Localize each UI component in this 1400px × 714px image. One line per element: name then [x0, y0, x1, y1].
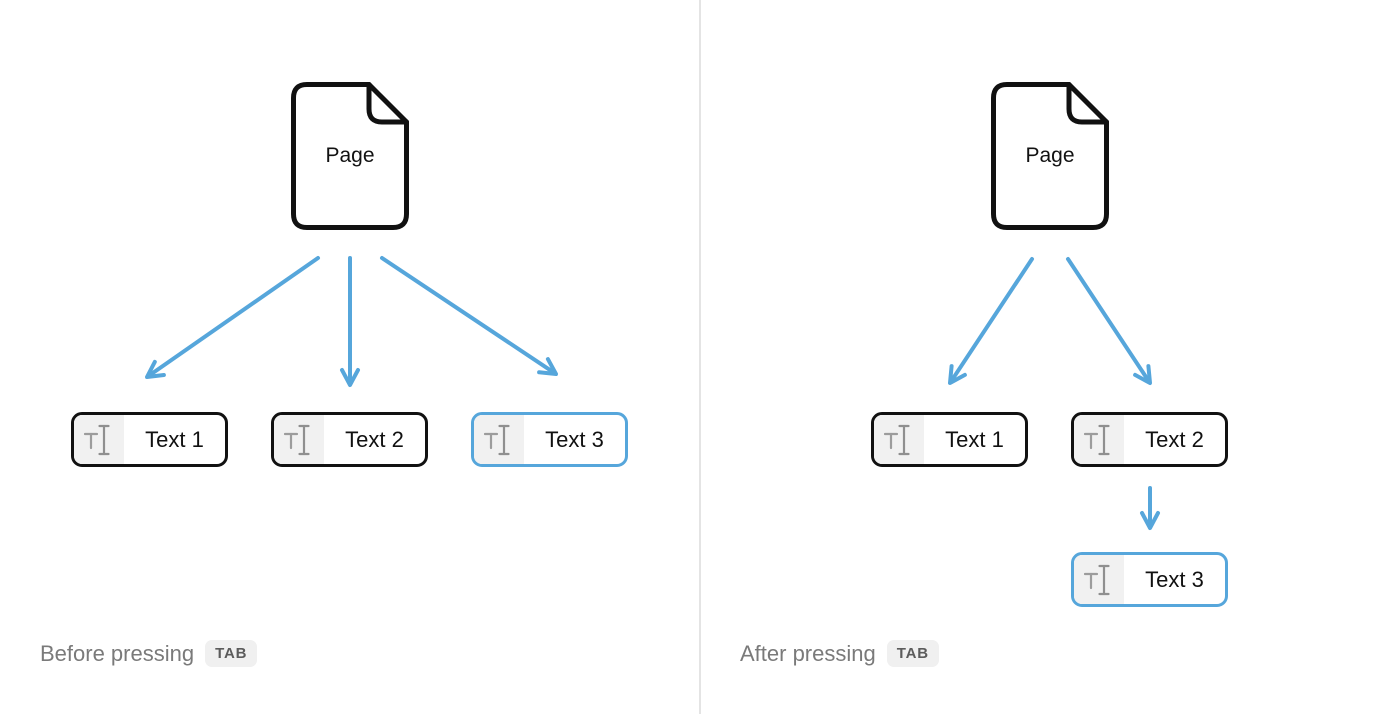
arrow-page-to-text1-before [145, 256, 320, 379]
caption-before: Before pressing TAB [40, 640, 258, 667]
text-block-label: Text 1 [145, 426, 204, 452]
caption-text: After pressing [740, 640, 876, 666]
tab-key-badge: TAB [886, 640, 939, 667]
text-cursor-icon [1074, 415, 1124, 464]
caption-after: After pressing TAB [740, 640, 939, 667]
text-block-3-before-selected: Text 3 [471, 412, 628, 467]
arrow-page-to-text3-before [380, 256, 558, 376]
text-block-2-after: Text 2 [1071, 412, 1228, 467]
document-icon [991, 82, 1109, 230]
text-cursor-icon [1074, 555, 1124, 604]
page-label: Page [325, 144, 375, 167]
caption-text: Before pressing [40, 640, 195, 666]
text-block-1-after: Text 1 [871, 412, 1028, 467]
text-block-3-after-selected: Text 3 [1071, 552, 1228, 607]
text-block-label: Text 2 [1145, 426, 1204, 452]
panel-divider [699, 0, 701, 714]
text-block-2-before: Text 2 [271, 412, 428, 467]
arrow-page-to-text2-before [340, 256, 360, 387]
text-block-label: Text 1 [945, 426, 1004, 452]
text-cursor-icon [474, 415, 524, 464]
page-label: Page [1025, 144, 1075, 167]
arrow-text2-to-text3-after [1140, 486, 1160, 530]
text-block-label: Text 3 [545, 426, 604, 452]
document-icon [291, 82, 409, 230]
text-block-label: Text 3 [1145, 566, 1204, 592]
arrow-page-to-text1-after [948, 257, 1034, 385]
text-block-label: Text 2 [345, 426, 404, 452]
text-cursor-icon [874, 415, 924, 464]
page-node-before: Page [291, 82, 409, 230]
text-block-1-before: Text 1 [71, 412, 228, 467]
tab-key-badge: TAB [205, 640, 258, 667]
text-cursor-icon [274, 415, 324, 464]
arrow-page-to-text2-after [1066, 257, 1152, 385]
page-node-after: Page [991, 82, 1109, 230]
text-cursor-icon [74, 415, 124, 464]
